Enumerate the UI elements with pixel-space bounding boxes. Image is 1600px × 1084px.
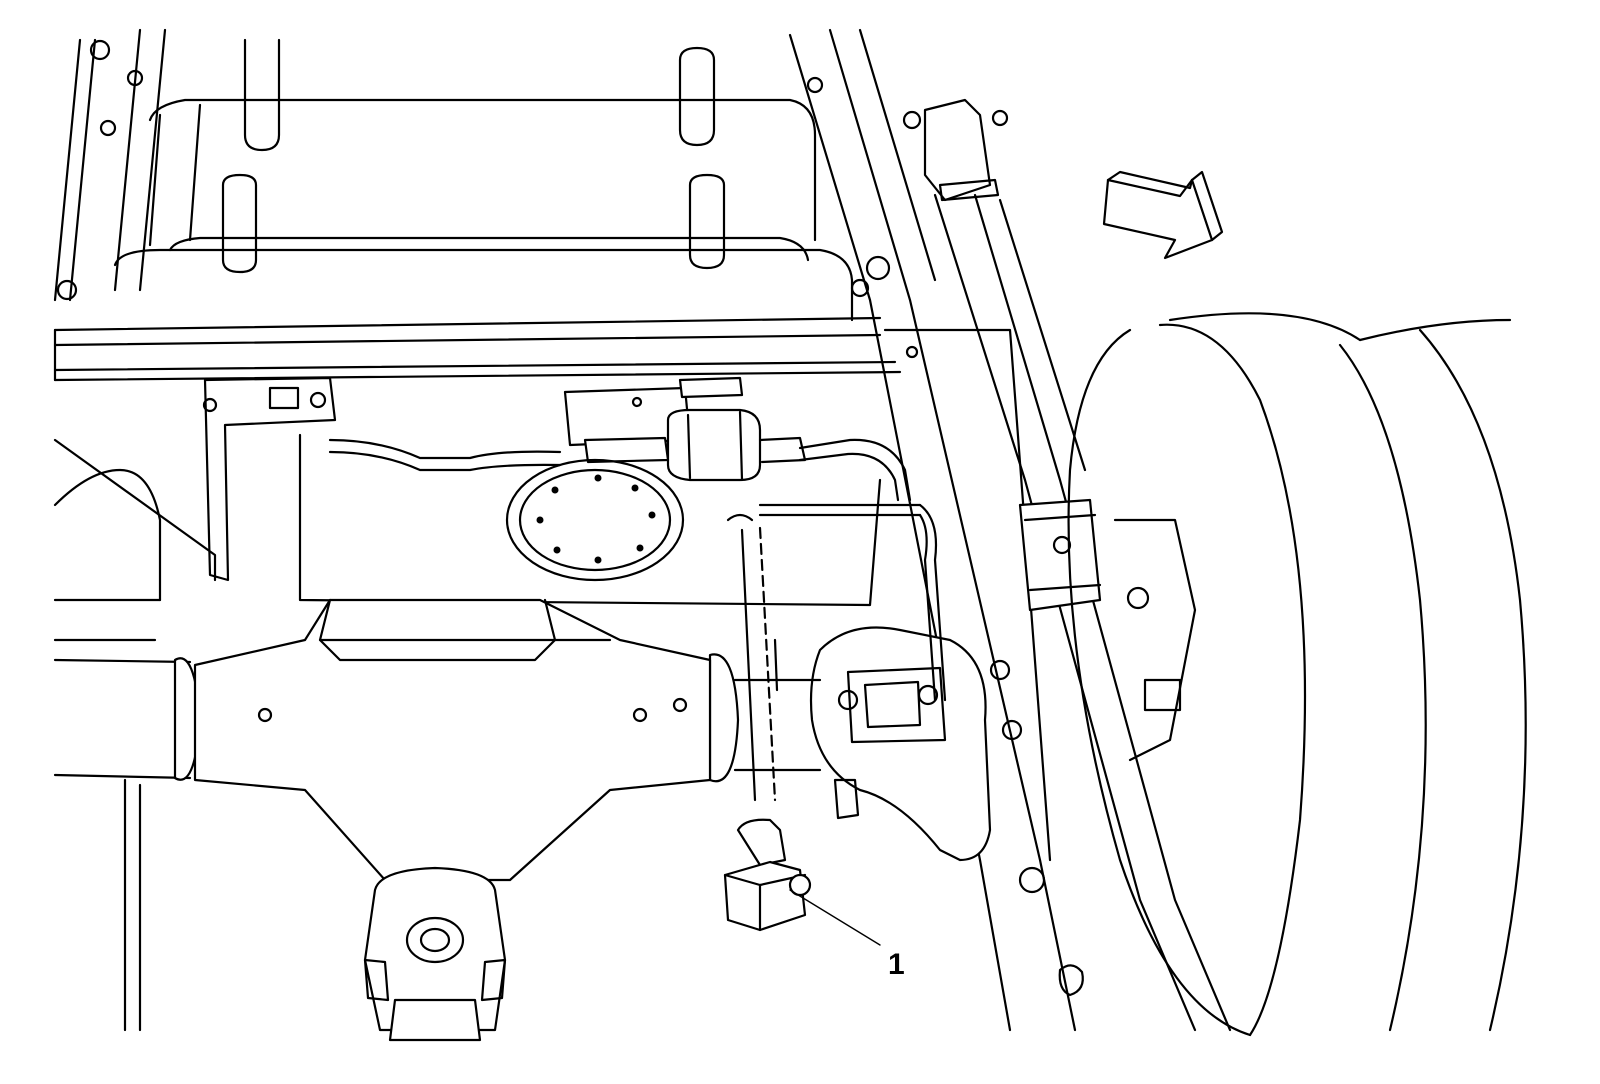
mounting-bracket bbox=[202, 376, 337, 582]
fuel-tank-pressure-sensor[interactable] bbox=[723, 818, 812, 932]
callout-1-label: 1 bbox=[888, 948, 905, 981]
evap-canister bbox=[563, 376, 807, 482]
rear-axle bbox=[53, 598, 822, 1042]
left-frame-structure bbox=[53, 438, 217, 1032]
vent-hose bbox=[726, 513, 779, 802]
callout-1: 1 bbox=[789, 889, 905, 981]
fuel-sender-cover bbox=[298, 433, 882, 607]
rear-crossmember bbox=[53, 316, 902, 382]
callout-1-leader bbox=[789, 889, 881, 946]
spring-bracket bbox=[809, 626, 992, 862]
fuel-lines bbox=[328, 438, 947, 702]
frame-rail-right bbox=[788, 28, 1084, 1032]
upper-crossmembers bbox=[53, 28, 870, 322]
forward-direction-arrow bbox=[1102, 170, 1224, 260]
rear-tire bbox=[1067, 312, 1527, 1037]
